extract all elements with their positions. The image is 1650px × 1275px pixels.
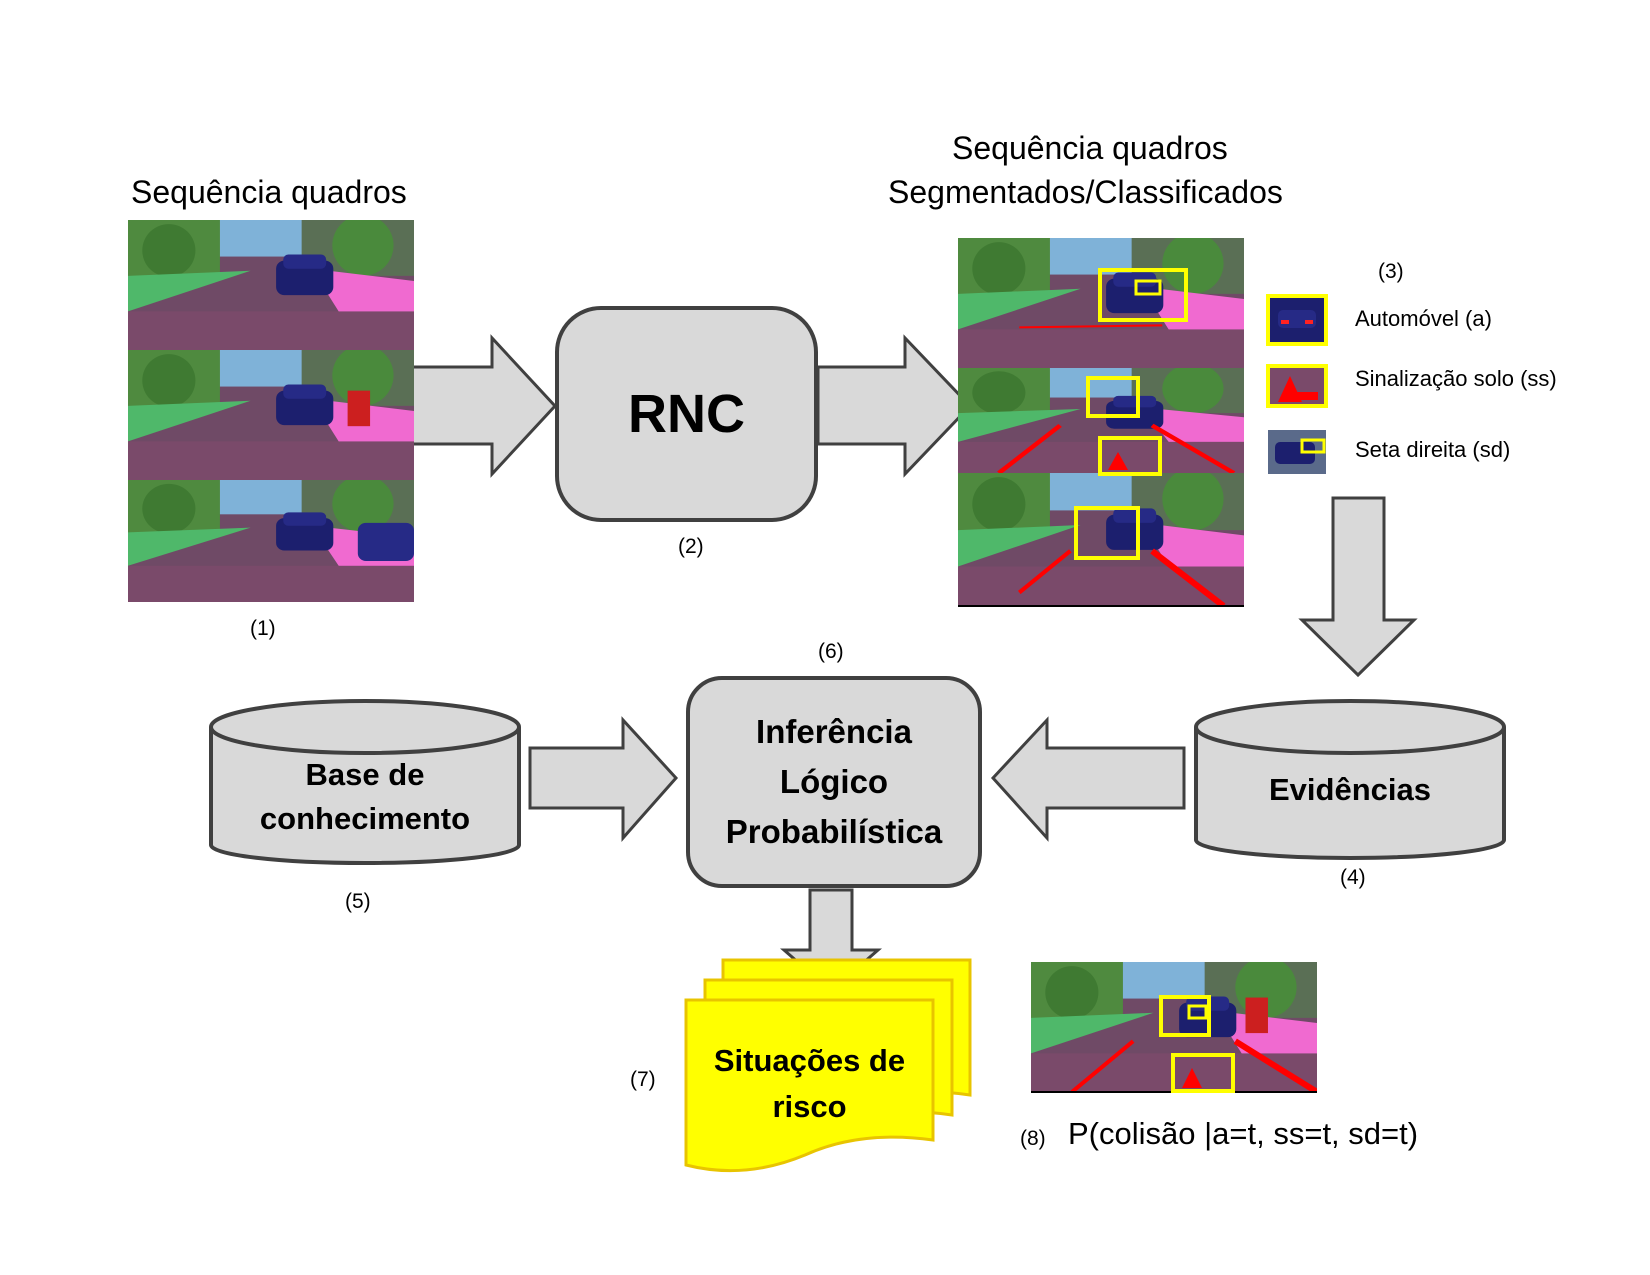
- evidence-cylinder: [1194, 699, 1506, 860]
- car-crop-icon: [1266, 294, 1328, 346]
- arrow-evidence-to-inference: [990, 716, 1186, 842]
- knowledge-base-cylinder: [209, 699, 521, 865]
- rnc-number: (2): [678, 535, 704, 558]
- arrow-knowledge-to-inference: [528, 716, 679, 842]
- evidence-label: Evidências: [1269, 772, 1431, 807]
- arrow-rnc-to-segmented: [816, 334, 973, 478]
- input-frame-sequence: [128, 215, 414, 602]
- legend-label-car: Automóvel (a): [1355, 306, 1492, 331]
- result-formula: P(colisão |a=t, ss=t, sd=t): [1068, 1116, 1419, 1151]
- inference-number: (6): [818, 640, 844, 663]
- knowledge-number: (5): [345, 890, 371, 913]
- input-number: (1): [250, 617, 276, 640]
- inference-line3: Probabilística: [725, 813, 943, 850]
- inference-box: Inferência Lógico Probabilística: [686, 676, 982, 888]
- risk-label: Situações de risco: [686, 1038, 933, 1130]
- risk-number: (7): [630, 1068, 656, 1091]
- result-frame: [1031, 957, 1317, 1093]
- inference-line2: Lógico: [779, 763, 889, 800]
- legend-label-right-arrow: Seta direita (sd): [1355, 437, 1511, 462]
- result-number: (8): [1020, 1127, 1046, 1150]
- knowledge-line1: Base de: [305, 757, 425, 792]
- risk-documents: [684, 958, 972, 1173]
- knowledge-line2: conhecimento: [259, 801, 471, 836]
- arrow-segmented-to-evidence: [1298, 496, 1418, 678]
- segmented-title-line2: Segmentados/Classificados: [888, 174, 1283, 210]
- legend-label-ground-sign: Sinalização solo (ss): [1355, 366, 1557, 391]
- risk-line1: Situações de: [713, 1043, 906, 1078]
- arrow-input-to-rnc: [398, 334, 558, 478]
- turn-signal-icon: [1268, 430, 1326, 474]
- segmented-frame-sequence: [958, 233, 1244, 607]
- risk-line2: risco: [772, 1089, 847, 1124]
- inference-line1: Inferência: [756, 713, 912, 750]
- legend-number: (3): [1378, 260, 1404, 283]
- knowledge-base-label: Base de conhecimento: [211, 753, 519, 841]
- segmented-title-line1: Sequência quadros: [952, 130, 1228, 166]
- ground-arrow-icon: [1266, 364, 1328, 408]
- evidence-number: (4): [1340, 866, 1366, 889]
- input-title: Sequência quadros: [131, 174, 407, 210]
- rnc-label: RNC: [628, 384, 745, 444]
- rnc-box: RNC: [555, 306, 818, 522]
